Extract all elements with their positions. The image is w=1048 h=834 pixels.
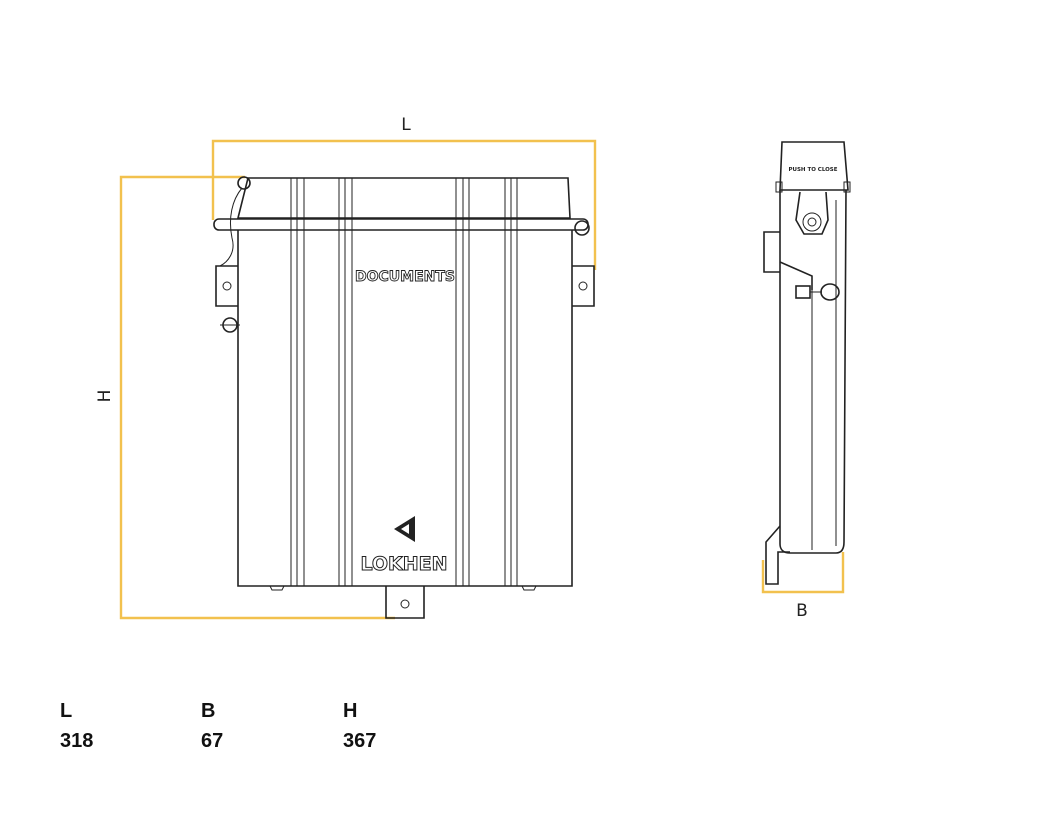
dimension-label-b: B (796, 601, 808, 621)
dimension-line-h (119, 175, 395, 620)
spec-header-l: L (60, 700, 73, 722)
spec-value-b: 67 (201, 730, 224, 752)
dimension-line-l (211, 139, 597, 270)
hinge-knob-right (574, 220, 590, 236)
side-lid-clip-right (843, 181, 851, 193)
spec-header-b: B (201, 700, 216, 722)
documents-label: DOCUMENTS (355, 269, 455, 285)
mounting-tab-bottom (385, 586, 425, 619)
dimension-line-b (761, 552, 845, 594)
side-latch-housing (763, 231, 813, 290)
side-hinge (795, 191, 829, 235)
hinge-wire (219, 187, 243, 267)
front-view: L H (95, 115, 597, 620)
triangle-logo-icon (394, 516, 415, 542)
dimension-label-l: L (401, 115, 411, 135)
hinge-rod (213, 218, 589, 231)
hinge-knob-left (237, 176, 251, 190)
spec-value-l: 318 (60, 730, 94, 752)
spec-value-h: 367 (343, 730, 377, 752)
foot-right (521, 585, 537, 591)
box-body (237, 230, 573, 587)
side-view: B PUSH TO CLOSE (761, 141, 851, 621)
side-bolt (795, 283, 840, 301)
ribs (290, 178, 518, 586)
side-bottom-bracket (765, 525, 790, 585)
foot-left (269, 585, 285, 591)
brand-label: LOKHEN (360, 553, 447, 575)
lid-outline (236, 177, 571, 219)
mounting-tab-right (572, 265, 595, 307)
mounting-tab-left (215, 265, 238, 307)
bolt-left (220, 317, 240, 333)
push-to-close-label: PUSH TO CLOSE (788, 167, 837, 173)
spec-header-h: H (343, 700, 358, 722)
side-lid (779, 141, 849, 191)
side-lid-clip-left (775, 181, 783, 193)
side-body (779, 189, 847, 554)
dimension-label-h: H (95, 390, 115, 403)
